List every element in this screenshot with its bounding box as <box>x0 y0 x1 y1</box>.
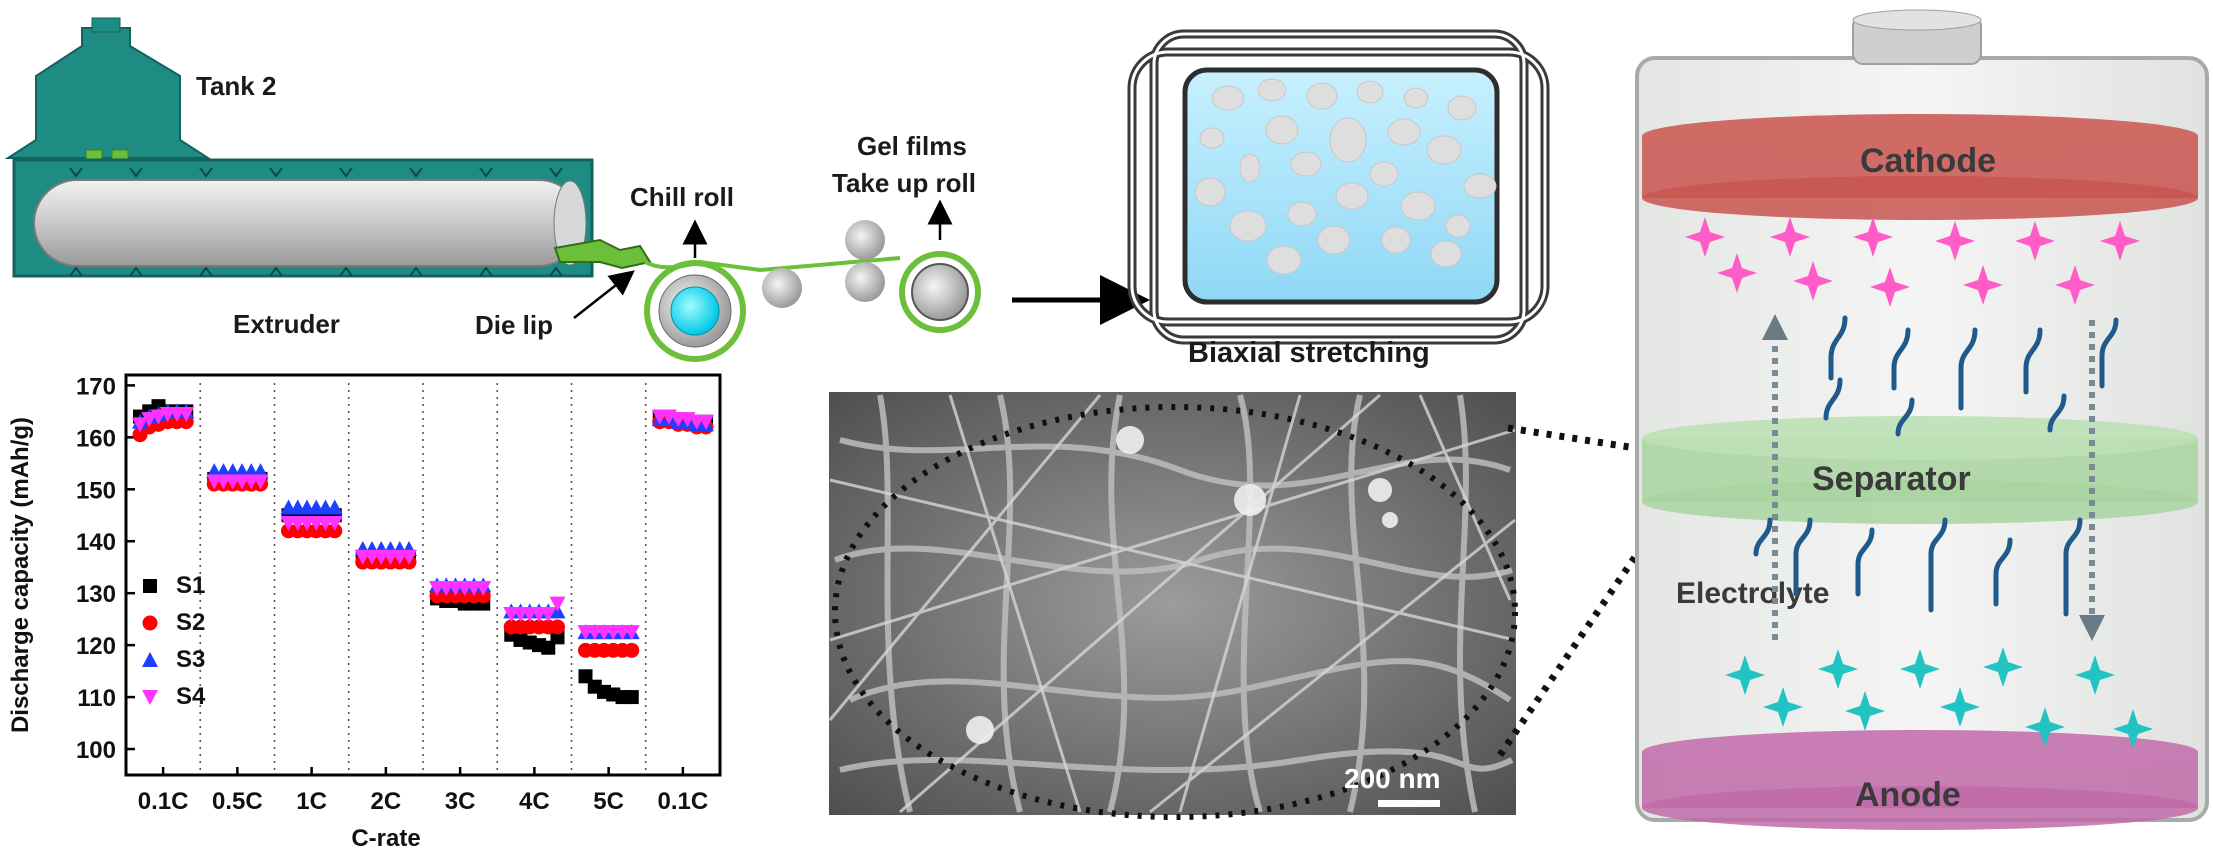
y-tick-label: 120 <box>76 633 116 660</box>
biaxial-label: Biaxial stretching <box>1188 337 1430 369</box>
anode-label: Anode <box>1855 776 1961 814</box>
data-point-s4 <box>698 414 714 430</box>
chart-points <box>132 399 714 705</box>
legend-label: S2 <box>176 609 205 636</box>
ion-arrow-down-icon <box>2079 615 2105 641</box>
data-point-s3 <box>326 499 343 515</box>
scale-bar-label: 200 nm <box>1344 763 1441 794</box>
y-axis-title: Discharge capacity (mAh/g) <box>7 417 34 733</box>
separator-bottom <box>1642 480 2198 524</box>
data-point-s4 <box>178 406 195 422</box>
tank-label: Tank 2 <box>196 71 276 101</box>
legend-label: S4 <box>176 683 206 710</box>
rate-separators <box>199 383 647 771</box>
data-point-s2 <box>624 642 640 658</box>
die-lip-shape <box>553 238 652 270</box>
cathode-label: Cathode <box>1860 142 1996 180</box>
biaxial-stretching-diagram: Biaxial stretching <box>1127 29 1550 369</box>
electrolyte-label: Electrolyte <box>1676 577 1829 610</box>
legend-marker-s2 <box>142 615 158 631</box>
x-tick-label: 4C <box>519 788 550 815</box>
tank-cap <box>91 17 121 33</box>
data-point-s4 <box>549 596 566 612</box>
data-point-s4 <box>150 409 167 425</box>
data-point-s4 <box>540 606 557 622</box>
y-tick-label: 130 <box>76 581 116 608</box>
y-tick-label: 110 <box>77 685 116 712</box>
separator-label: Separator <box>1812 460 1971 498</box>
extruder-barrel <box>33 179 583 267</box>
x-tick-label: 2C <box>371 788 402 815</box>
y-tick-label: 140 <box>76 529 116 556</box>
data-point-s1 <box>550 630 565 645</box>
data-point-s4 <box>623 625 640 641</box>
extruder-label: Extruder <box>233 309 340 339</box>
sem-image: 200 nm <box>828 392 1518 820</box>
anode-bottom <box>1642 786 2198 830</box>
guide-roll <box>845 262 885 302</box>
die-lip-label: Die lip <box>475 310 553 340</box>
y-tick-label: 160 <box>76 425 116 452</box>
ion-arrow-up-icon <box>1762 314 1788 340</box>
legend-marker-s4 <box>142 690 158 705</box>
extrusion-process: Tank 2 Extruder Die lip Chill roll Gel f… <box>4 17 1150 362</box>
battery-diagram: Cathode Separator Anode Electrolyte <box>1635 9 2209 830</box>
battery-terminal-top <box>1852 9 1982 31</box>
data-point-s4 <box>326 516 343 532</box>
scale-bar <box>1378 800 1440 807</box>
legend-label: S1 <box>176 572 205 599</box>
anode-top <box>1642 730 2198 774</box>
x-tick-label: 0.5C <box>212 788 263 815</box>
x-tick-label: 1C <box>296 788 327 815</box>
y-tick-label: 150 <box>76 477 116 504</box>
tank-hopper <box>4 27 212 159</box>
data-point-s4 <box>252 474 269 490</box>
x-tick-label: 3C <box>445 788 476 815</box>
ion-flow-arrows <box>1772 320 2095 640</box>
x-tick-label: 0.1C <box>138 788 189 815</box>
guide-roll <box>762 268 802 308</box>
chill-roll <box>670 286 720 336</box>
die-lip-arrow <box>573 270 635 319</box>
data-point-s1 <box>624 690 639 705</box>
chart-frame <box>124 373 722 777</box>
x-tick-label: 0.1C <box>658 788 709 815</box>
extruder-chevrons <box>69 167 563 277</box>
cathode-top <box>1642 114 2198 158</box>
data-point-s4 <box>132 417 148 433</box>
legend-marker-s1 <box>143 579 157 593</box>
legend-label: S3 <box>176 646 205 673</box>
y-tick-label: 170 <box>76 373 116 400</box>
take-up-roll-label: Take up roll <box>832 168 976 198</box>
take-up-roll <box>911 263 969 321</box>
x-axis-title: C-rate <box>351 825 420 852</box>
chill-roll-label: Chill roll <box>630 182 734 212</box>
film-pores <box>1194 78 1497 275</box>
legend-marker-s3 <box>142 652 158 667</box>
cation-stars <box>1685 217 2140 307</box>
gel-films-label: Gel films <box>857 131 967 161</box>
data-point-s3 <box>252 463 269 479</box>
separator-top <box>1642 416 2198 460</box>
anion-stars <box>1725 647 2153 749</box>
y-axis: 100 110 120 130 140 150 160 170 <box>76 373 135 764</box>
x-axis: 0.1C 0.5C 1C 2C 3C 4C 5C 0.1C <box>138 767 708 815</box>
discharge-capacity-chart: 100 110 120 130 140 150 160 170 0.1C 0.5C 1C 2C 3C 4… <box>7 373 722 852</box>
sem-particles <box>966 426 1398 744</box>
stretch-frame-inner <box>1130 32 1547 342</box>
polymer-chains <box>1753 315 2119 617</box>
data-point-s2 <box>550 619 565 635</box>
gel-film-path <box>644 256 901 273</box>
data-point-s4 <box>401 549 417 565</box>
data-point-s4 <box>141 412 158 428</box>
cathode-bottom <box>1642 176 2198 220</box>
x-tick-label: 5C <box>593 788 624 815</box>
data-point-s4 <box>475 580 492 596</box>
y-tick-label: 100 <box>76 737 116 764</box>
sem-zoom-ellipse <box>832 404 1518 820</box>
guide-roll <box>845 220 885 260</box>
